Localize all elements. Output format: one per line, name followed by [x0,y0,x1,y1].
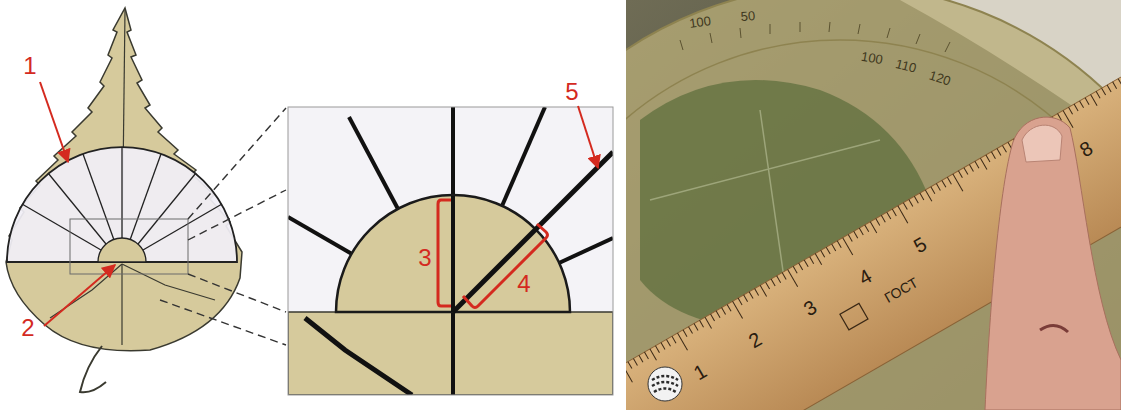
leaf-blade [6,8,242,351]
protractor-spokes [22,147,222,250]
scale-number: 110 [894,57,917,75]
callout-number: 1 [23,54,36,78]
leaf-stalk [80,346,106,392]
protractor-centre [98,238,146,262]
leaf-vein [451,196,455,312]
scale-number: 120 [928,68,953,87]
scale-number: 100 [688,14,711,30]
ruler-mark: ГОСТ [882,275,920,305]
leaf-vein [305,318,412,395]
callout-number: 2 [21,316,34,340]
leaf-vein [121,264,122,345]
leaf-vein [122,264,215,300]
ruler-number: 2 [745,329,765,352]
callout-number: 5 [565,80,578,104]
ruler [626,63,1121,410]
leader-arrow [40,82,68,162]
protractor-spokes [288,107,613,312]
ruler-number: 3 [800,297,820,320]
scale-number: 50 [740,9,755,23]
ruler-number: 4 [855,265,875,288]
protractor [7,147,237,262]
callout-number: 3 [418,246,431,270]
protractor-centre [336,195,570,312]
measure-bracket [438,200,451,306]
finger [985,117,1121,410]
leaf-band [288,312,613,395]
ruler-number: 8 [1076,138,1096,161]
leaf-vein [453,152,613,312]
magnified-view [288,106,613,395]
measure-bracket [463,224,548,308]
ruler-number: 5 [911,233,931,256]
leader-arrow [578,106,598,168]
photo [626,0,1121,410]
protractor-scale [680,22,950,52]
leaf-vein [451,312,455,395]
callout-number: 4 [517,272,530,296]
zoom-guides [160,108,286,345]
logo [648,367,682,401]
ruler-number: 1 [690,361,710,384]
leaf-drawing [6,8,286,392]
zoom-frame [70,219,188,274]
protractor-disc [626,0,1121,410]
leader-arrow [44,265,115,326]
scale-number: 100 [860,50,884,67]
